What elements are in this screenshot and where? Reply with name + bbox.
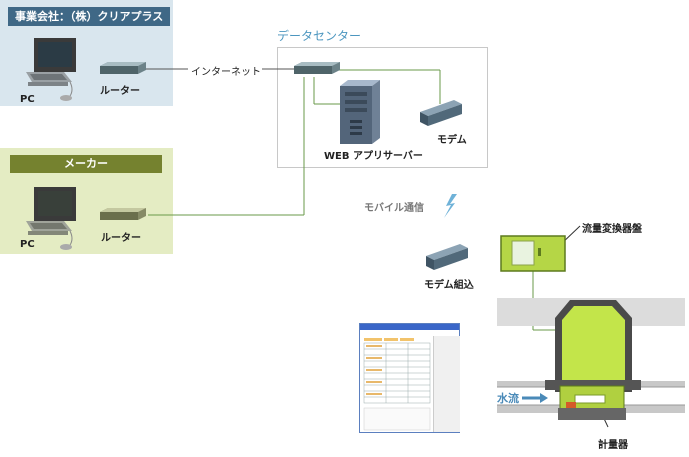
data-table-thumbnail [363, 338, 431, 431]
window-menubar [361, 331, 459, 335]
lightning-icon [444, 194, 457, 218]
router-icon [100, 208, 146, 220]
pc-icon [26, 38, 76, 101]
window-titlebar [360, 324, 459, 330]
modem-label: モデム [437, 135, 467, 146]
modem-icon [420, 100, 462, 126]
company-router-label: ルーター [100, 86, 140, 97]
maker-group-title: メーカー [10, 155, 162, 173]
company-group-title: 事業会社：（株）クリアプラス [8, 7, 171, 26]
datacenter-title: データセンター [277, 29, 362, 43]
internet-label: インターネット [191, 67, 261, 78]
meter-label: 計量器 [598, 440, 628, 451]
server-label: WEB アプリサーバー [324, 151, 423, 162]
flow-meter-icon [497, 298, 685, 420]
modem-icon [426, 244, 468, 270]
mobile-label: モバイル通信 [364, 203, 424, 214]
modem-built-in-label: モデム組込 [424, 280, 474, 291]
router-icon [294, 62, 340, 74]
converter-label: 流量変換器盤 [582, 224, 642, 235]
server-icon [340, 80, 380, 144]
software-screenshot [359, 323, 460, 433]
maker-router-label: ルーター [101, 233, 141, 244]
flow-converter-icon [500, 235, 566, 272]
maker-pc-label: PC [20, 239, 35, 250]
window-sidebar [433, 336, 460, 432]
water-flow-label: 水流 [497, 392, 519, 405]
company-pc-label: PC [20, 94, 35, 105]
router-icon [100, 62, 146, 74]
pc-icon [26, 187, 76, 250]
